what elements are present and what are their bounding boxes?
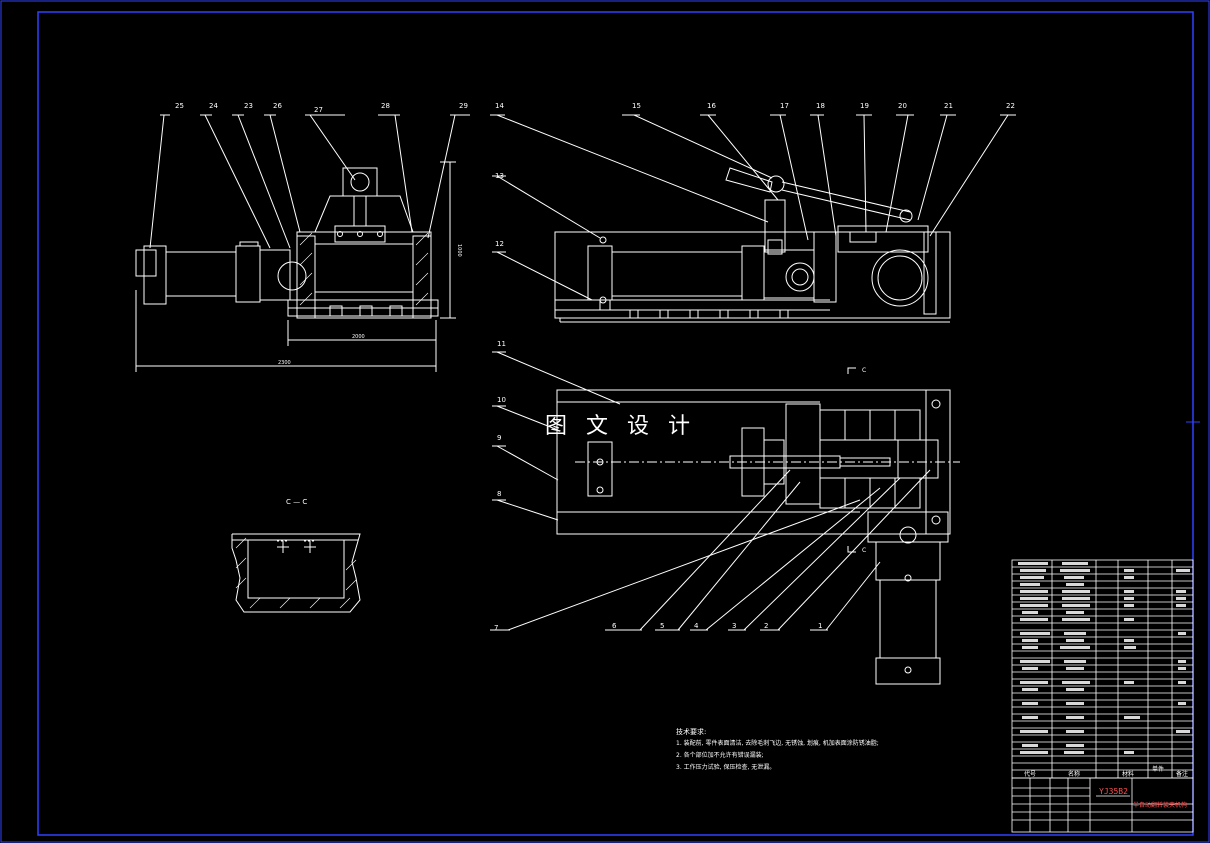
svg-text:14: 14 <box>495 102 504 110</box>
svg-text:23: 23 <box>244 102 253 110</box>
svg-text:8: 8 <box>497 490 501 498</box>
side-view-right <box>490 114 1016 323</box>
svg-text:7: 7 <box>494 624 498 632</box>
front-view-left-dims: 2300 2000 1000 <box>278 244 462 366</box>
svg-text:27: 27 <box>314 106 323 114</box>
svg-text:4: 4 <box>694 622 699 630</box>
svg-text:17: 17 <box>780 102 789 110</box>
svg-text:单件: 单件 <box>1152 765 1164 773</box>
svg-text:19: 19 <box>860 102 869 110</box>
svg-text:15: 15 <box>632 102 641 110</box>
parts-list <box>1011 559 1194 779</box>
svg-text:2000: 2000 <box>352 334 365 340</box>
balloons-bottom: 6 5 4 3 2 1 <box>612 622 822 630</box>
svg-text:名称: 名称 <box>1068 770 1080 778</box>
svg-text:26: 26 <box>273 102 282 110</box>
drawing-code: YJ35B2 <box>1099 787 1128 796</box>
svg-text:1000: 1000 <box>456 244 462 257</box>
svg-text:5: 5 <box>660 622 664 630</box>
svg-text:24: 24 <box>209 102 218 110</box>
tech-req-title: 技术要求: <box>676 728 707 736</box>
balloons-top-left: 25 24 23 26 27 28 29 <box>175 102 468 114</box>
svg-text:C: C <box>862 547 866 554</box>
svg-text:材料: 材料 <box>1122 770 1134 778</box>
svg-text:备注: 备注 <box>1176 770 1188 778</box>
svg-text:28: 28 <box>381 102 390 110</box>
drawing-name: 半自动翻转装夹机构 <box>1133 802 1188 809</box>
section-markers: C C <box>862 367 866 554</box>
svg-text:6: 6 <box>612 622 617 630</box>
svg-text:12: 12 <box>495 240 504 248</box>
parts-list-header: 代号 名称 材料 单件 备注 <box>1024 765 1188 778</box>
svg-text:10: 10 <box>497 396 506 404</box>
section-c-c-label: C — C <box>286 498 307 506</box>
section-c-c <box>231 533 361 613</box>
parts-list-rows <box>1018 562 1190 754</box>
svg-text:9: 9 <box>497 434 501 442</box>
svg-text:16: 16 <box>707 102 716 110</box>
plan-view <box>490 351 960 685</box>
svg-text:2300: 2300 <box>278 360 291 366</box>
watermark-text: 图 文 设 计 <box>545 414 696 439</box>
tech-req-line: 3. 工作压力试验, 保压检查, 无泄漏。 <box>676 764 776 771</box>
svg-text:C: C <box>862 367 866 374</box>
svg-text:11: 11 <box>497 340 506 348</box>
front-view-left <box>135 114 470 372</box>
tech-req-line: 1. 装配前, 零件表面清洁, 去除毛刺飞边, 无锈蚀, 划痕, 机加表面涂防锈… <box>676 740 879 747</box>
balloons-left-side: 13 12 11 10 9 8 7 <box>494 172 506 632</box>
svg-text:2: 2 <box>764 622 768 630</box>
svg-text:29: 29 <box>459 102 468 110</box>
svg-text:代号: 代号 <box>1024 770 1036 778</box>
svg-text:1: 1 <box>818 622 822 630</box>
svg-text:18: 18 <box>816 102 825 110</box>
title-block <box>1011 777 1194 833</box>
svg-text:25: 25 <box>175 102 184 110</box>
svg-text:13: 13 <box>495 172 504 180</box>
tech-req-line: 2. 各个部位加不允许有错误漏装; <box>676 752 764 759</box>
svg-text:20: 20 <box>898 102 907 110</box>
svg-text:22: 22 <box>1006 102 1015 110</box>
svg-text:3: 3 <box>732 622 736 630</box>
balloons-top-right: 14 15 16 17 18 19 20 21 22 <box>495 102 1015 110</box>
technical-requirements: 技术要求: 1. 装配前, 零件表面清洁, 去除毛刺飞边, 无锈蚀, 划痕, 机… <box>676 726 879 774</box>
svg-text:21: 21 <box>944 102 953 110</box>
